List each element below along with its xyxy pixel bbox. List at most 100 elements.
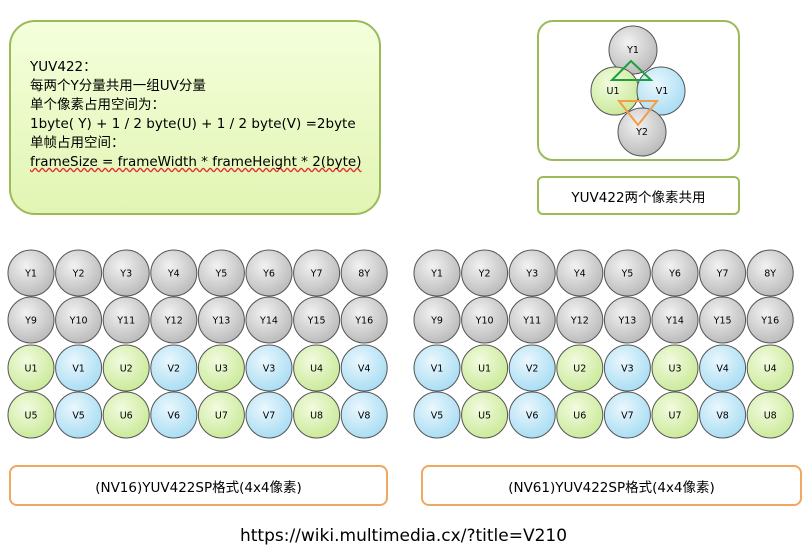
sample-label: U4 [764, 364, 777, 375]
y-sample-circle [413, 249, 461, 297]
v-sample-circle [603, 344, 651, 392]
sample-label: U2 [573, 364, 586, 375]
sample-label: Y13 [617, 316, 636, 327]
sample-label: V5 [431, 411, 444, 422]
y-sample-circle [245, 249, 293, 297]
sample-label: V8 [358, 411, 371, 422]
sample-label: U3 [669, 364, 682, 375]
sample-label: Y11 [116, 316, 135, 327]
sample-label: V2 [168, 364, 181, 375]
y-sample-circle [508, 296, 556, 344]
y-sample-circle [7, 249, 55, 297]
sample-label: 8Y [764, 269, 776, 280]
u-sample-circle [556, 344, 604, 392]
sample-label: Y5 [214, 269, 227, 280]
v-sample-circle [55, 344, 103, 392]
v-sample-circle [508, 344, 556, 392]
sample-label: Y6 [262, 269, 275, 280]
sample-label: V1 [431, 364, 444, 375]
u-sample-circle [461, 391, 509, 439]
info-line: frameSize = frameWidth * frameHeight * 2… [30, 154, 362, 170]
u-sample-circle [746, 391, 794, 439]
sample-label: Y10 [475, 316, 494, 327]
y-sample-circle [150, 296, 198, 344]
y-sample-circle [197, 249, 245, 297]
sample-label: V1 [72, 364, 85, 375]
y-sample-circle [413, 296, 461, 344]
sharing-label: Y2 [635, 127, 648, 138]
sample-label: U1 [25, 364, 38, 375]
sample-label: Y11 [522, 316, 541, 327]
y-sample-circle [746, 249, 794, 297]
v-sample-circle [413, 344, 461, 392]
info-line: 单个像素占用空间为： [30, 97, 165, 113]
sample-label: Y12 [164, 316, 183, 327]
sample-label: Y3 [119, 269, 132, 280]
sample-label: Y13 [211, 316, 230, 327]
sample-label: Y2 [478, 269, 491, 280]
y-sample-circle [556, 296, 604, 344]
y-sample-circle [603, 249, 651, 297]
y-sample-circle [461, 249, 509, 297]
info-box: YUV422： 每两个Y分量共用一组UV分量 单个像素占用空间为： 1byte(… [9, 20, 381, 215]
v-sample-circle [150, 344, 198, 392]
sample-label: Y5 [620, 269, 633, 280]
sample-label: V7 [263, 411, 276, 422]
sample-label: V4 [716, 364, 729, 375]
sample-label: V8 [716, 411, 729, 422]
info-line: 每两个Y分量共用一组UV分量 [30, 78, 206, 94]
v-sample-circle [603, 391, 651, 439]
sample-label: U6 [120, 411, 133, 422]
v-sample-circle [699, 391, 747, 439]
source-url: https://wiki.multimedia.cx/?title=V210 [239, 526, 568, 546]
v-sample-circle [150, 391, 198, 439]
u-sample-circle [293, 344, 341, 392]
u-sample-circle [293, 391, 341, 439]
v-sample-circle [245, 391, 293, 439]
sample-label: U4 [310, 364, 323, 375]
u-sample-circle [197, 344, 245, 392]
sample-label: V6 [526, 411, 539, 422]
sample-label: Y1 [430, 269, 443, 280]
y-sample-circle [197, 296, 245, 344]
u-sample-circle [7, 391, 55, 439]
sample-label: U5 [478, 411, 491, 422]
y-sample-circle [55, 249, 103, 297]
sample-label: Y7 [716, 269, 729, 280]
v-sample-circle [55, 391, 103, 439]
sample-label: Y6 [668, 269, 681, 280]
sample-label: U2 [120, 364, 133, 375]
sample-label: V3 [263, 364, 276, 375]
sample-label: Y2 [72, 269, 85, 280]
y-sample-circle [55, 296, 103, 344]
sample-label: V2 [526, 364, 539, 375]
y-sample-circle [340, 296, 388, 344]
sample-label: U1 [478, 364, 491, 375]
y-sample-circle [508, 249, 556, 297]
sample-label: U3 [215, 364, 228, 375]
y-sample-circle [608, 25, 658, 75]
y-sample-circle [651, 249, 699, 297]
nv16-caption: (NV16)YUV422SP格式(4x4像素) [9, 465, 388, 506]
y-sample-circle [603, 296, 651, 344]
sample-label: Y12 [570, 316, 589, 327]
y-sample-circle [293, 296, 341, 344]
sample-label: Y15 [307, 316, 326, 327]
y-sample-circle [150, 249, 198, 297]
sample-label: U8 [764, 411, 777, 422]
y-sample-circle [651, 296, 699, 344]
sample-label: Y9 [430, 316, 443, 327]
sample-label: Y14 [259, 316, 278, 327]
sharing-caption: YUV422两个像素共用 [537, 176, 740, 215]
sample-label: Y15 [713, 316, 732, 327]
y-sample-circle [102, 249, 150, 297]
sample-label: V7 [621, 411, 634, 422]
sample-label: U6 [573, 411, 586, 422]
sample-label: Y10 [69, 316, 88, 327]
u-sample-circle [461, 344, 509, 392]
u-sample-circle [556, 391, 604, 439]
sample-label: U8 [310, 411, 323, 422]
